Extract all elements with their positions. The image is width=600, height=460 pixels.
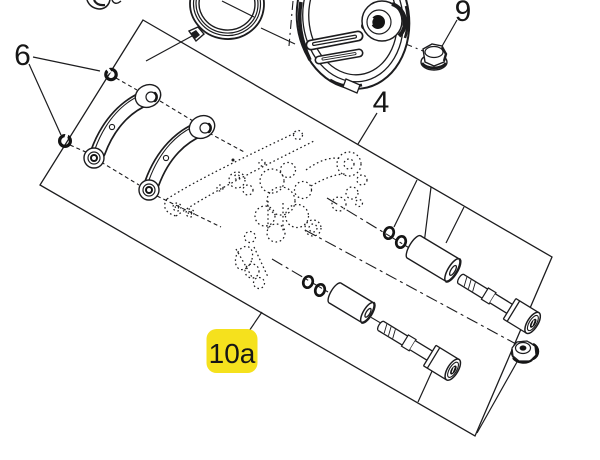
callout-6[interactable]: 6	[14, 39, 31, 72]
bushing-lower	[327, 282, 376, 324]
cutoff-part	[86, 0, 122, 10]
caliper-assembly-reference	[164, 129, 368, 290]
socket-bolt-upper	[452, 266, 545, 337]
callout-10a[interactable]: 10a	[206, 329, 258, 373]
hex-nut	[420, 43, 448, 71]
kit-boundary	[39, 19, 553, 437]
callout-9[interactable]: 9	[455, 0, 472, 28]
torque-arm-brackets	[83, 83, 216, 201]
center-lines	[69, 0, 537, 366]
callout-10a-label[interactable]: 10a	[209, 338, 256, 369]
bushing-upper	[405, 234, 462, 283]
socket-bolt-lower	[372, 313, 465, 384]
lock-washers	[57, 67, 118, 149]
callout-10a-highlight[interactable]	[206, 329, 258, 373]
pin-dot	[231, 158, 235, 162]
flange-nut	[510, 340, 540, 364]
callout-4[interactable]: 4	[373, 86, 390, 119]
retaining-ring	[187, 0, 265, 43]
brake-backing-plate	[295, 0, 411, 94]
o-rings	[301, 225, 408, 298]
leader-lines	[28, 0, 518, 434]
